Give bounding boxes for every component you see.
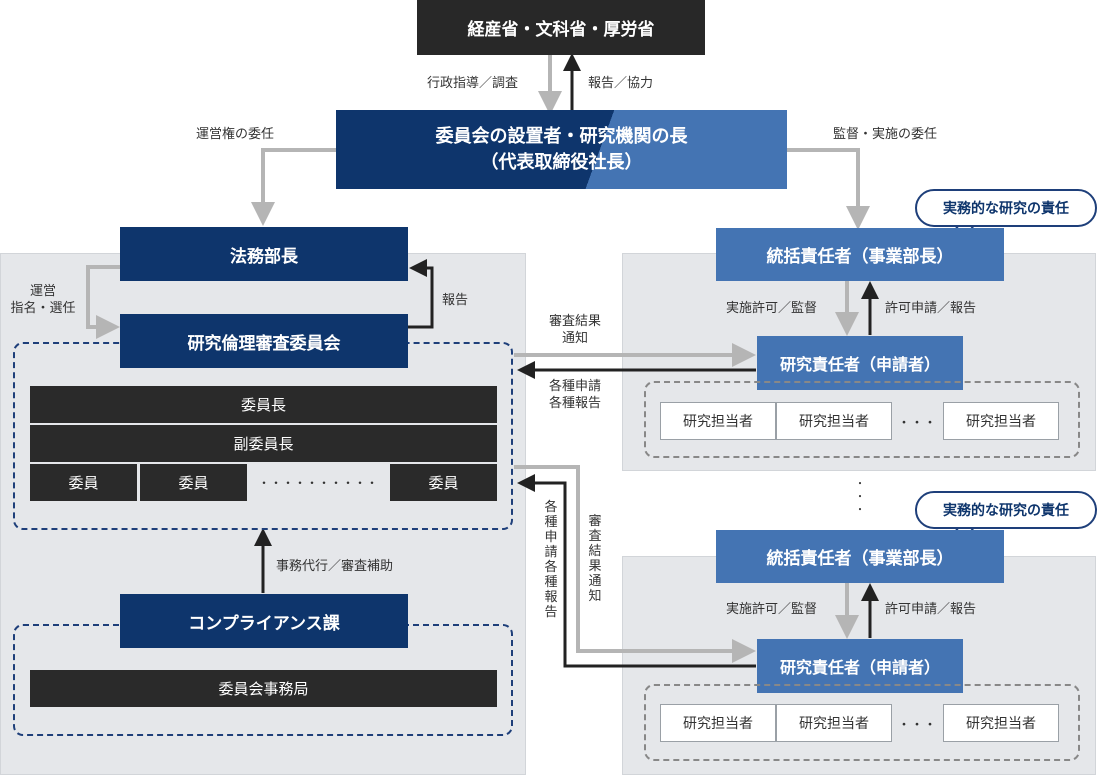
vchar: 請 <box>544 545 558 560</box>
member-dots: ・・・・・・・・・・ <box>257 476 378 490</box>
delegate-ops-arrow <box>251 148 336 226</box>
staff-cell: 研究担当者 <box>776 402 892 440</box>
ops-label-line1: 運営 <box>29 284 56 299</box>
application-arrow-2 <box>517 474 756 668</box>
delegate-ops-label: 運営権の委任 <box>196 127 275 142</box>
chair-row: 委員長 <box>30 386 497 423</box>
permit-label-2: 実施許可／監督 <box>726 602 818 617</box>
vertical-results-label: 審 査 結 果 通 知 <box>588 514 602 604</box>
staff-cell: 研究担当者 <box>776 704 892 742</box>
request-label-1: 許可申請／報告 <box>885 301 977 316</box>
vertical-applications-label: 各 種 申 請 各 種 報 告 <box>544 500 558 620</box>
vchar: 知 <box>588 589 602 604</box>
vchar: 各 <box>544 560 558 575</box>
result-notice-line2: 通知 <box>561 331 588 346</box>
applications-label: 各種申請 各種報告 <box>540 378 610 412</box>
staff-group-1 <box>644 381 1080 458</box>
staff-group-2 <box>644 684 1080 761</box>
staff-dots: ・・・ <box>897 415 937 431</box>
overall-manager-box-2: 統括責任者（事業部長） <box>716 530 1004 583</box>
ops-label-line2: 指名・選任 <box>10 301 76 316</box>
overall-manager-box-1: 統括責任者（事業部長） <box>716 228 1004 281</box>
permit-label-1: 実施許可／監督 <box>726 301 818 316</box>
vchar: 報 <box>544 590 558 605</box>
result-notice-label: 審査結果 通知 <box>540 313 610 347</box>
member-cell-2: 委員 <box>140 464 247 501</box>
report-label: 報告 <box>442 293 469 308</box>
vchar: 通 <box>588 574 602 589</box>
member-cell-1: 委員 <box>30 464 137 501</box>
vertical-dots: ・ ・ ・ <box>855 479 865 516</box>
vchar: 結 <box>588 544 602 559</box>
request-label-2: 許可申請／報告 <box>885 602 977 617</box>
guidance-label: 行政指導／調査 <box>427 76 519 91</box>
ops-label: 運営 指名・選任 <box>5 283 81 317</box>
legal-director-box: 法務部長 <box>120 227 408 281</box>
responsibility-bubble-1: 実務的な研究の責任 <box>915 189 1097 227</box>
institution-head-title: 委員会の設置者・研究機関の長 <box>435 125 688 147</box>
report-arrow <box>408 259 434 329</box>
ministries-box: 経産省・文科省・厚労省 <box>417 0 705 55</box>
secretariat-row: 委員会事務局 <box>30 670 497 707</box>
vchar: 各 <box>544 500 558 515</box>
ops-arrow <box>86 265 120 339</box>
applications-line1: 各種申請 <box>548 379 601 394</box>
institution-head-subtitle: （代表取締役社長） <box>480 151 643 173</box>
vchar: 種 <box>544 575 558 590</box>
supervise-label: 監督・実施の委任 <box>833 127 938 142</box>
staff-dots: ・・・ <box>897 717 937 733</box>
vice-chair-row: 副委員長 <box>30 425 497 462</box>
staff-cell: 研究担当者 <box>943 402 1059 440</box>
vchar: 告 <box>544 605 558 620</box>
staff-cell: 研究担当者 <box>660 402 776 440</box>
vchar: 申 <box>544 530 558 545</box>
vchar: 査 <box>588 529 602 544</box>
report-coop-label: 報告／協力 <box>588 76 654 91</box>
clerical-label: 事務代行／審査補助 <box>276 559 394 574</box>
vchar: 審 <box>588 514 602 529</box>
applications-line2: 各種報告 <box>548 396 601 411</box>
vchar: 種 <box>544 515 558 530</box>
vchar: 果 <box>588 559 602 574</box>
staff-cell: 研究担当者 <box>943 704 1059 742</box>
supervise-arrow <box>787 148 870 230</box>
staff-cell: 研究担当者 <box>660 704 776 742</box>
member-cell-3: 委員 <box>390 464 497 501</box>
result-notice-line1: 審査結果 <box>548 314 601 329</box>
compliance-box: コンプライアンス課 <box>120 594 408 648</box>
responsibility-bubble-2: 実務的な研究の責任 <box>915 491 1097 529</box>
ethics-committee-box: 研究倫理審査委員会 <box>120 314 408 368</box>
institution-head-box: 委員会の設置者・研究機関の長 （代表取締役社長） <box>336 110 787 189</box>
result-arrow-2 <box>514 465 756 663</box>
